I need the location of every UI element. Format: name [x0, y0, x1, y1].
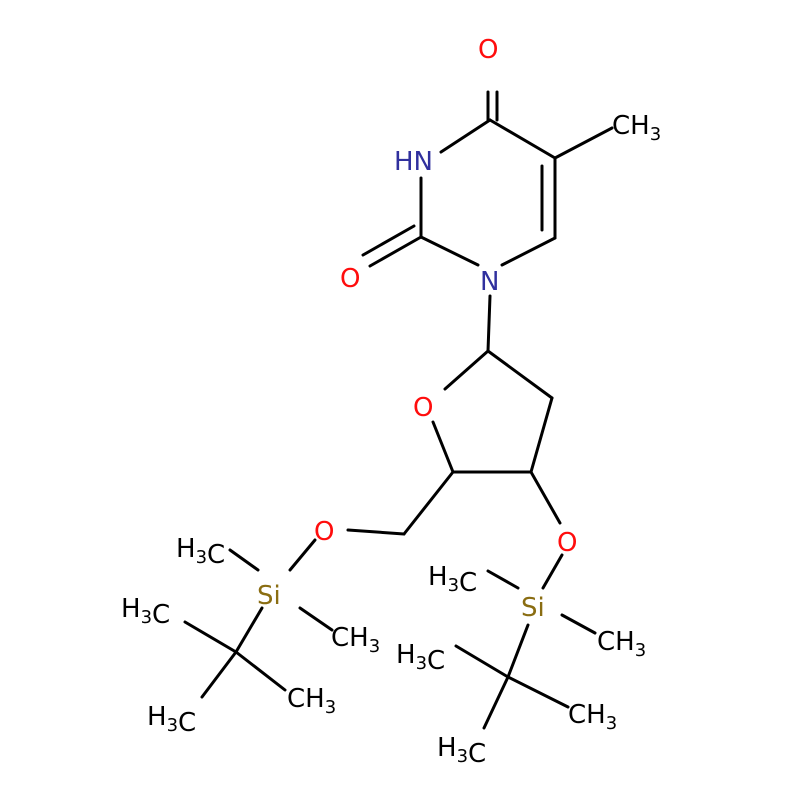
atom-label-ch3-c5: CH3 [612, 111, 661, 145]
atom-label-me-left-lower: CH3 [331, 623, 380, 657]
bond-c1prime-c2prime [486, 349, 554, 400]
bond-c5prime-o [346, 528, 406, 536]
bond-c4-c5 [488, 118, 557, 160]
atom-label-me-right-lower: CH3 [597, 627, 646, 661]
atom-label-o-c2: O [340, 264, 360, 294]
atom-label-si-right: Si [521, 593, 545, 623]
bond-si-c-left [234, 606, 264, 654]
bond-tbu-left-c [200, 650, 238, 699]
bond-c3prime-o [529, 470, 562, 525]
atom-label-si-left: Si [257, 581, 281, 611]
atom-label-o-5prime: O [314, 517, 334, 547]
atom-label-tbu-left-a: H3C [121, 594, 170, 630]
atom-label-n3h: HN [394, 147, 433, 177]
bond-si-me-upper-left [228, 548, 260, 572]
bond-tbu-right-c [482, 675, 510, 730]
bond-c6-n1 [500, 236, 557, 267]
bond-n3-c4 [439, 118, 492, 154]
bond-oring-c4prime [431, 420, 455, 474]
atom-label-tbu-right-b: CH3 [568, 700, 617, 734]
atom-label-o-ring: O [413, 393, 433, 423]
bond-c2prime-c3prime [529, 396, 554, 474]
bond-c2-o [361, 224, 416, 257]
bond-si-me-lower-right [560, 613, 597, 635]
bond-si-c-right [506, 623, 530, 679]
bond-tbu-left-b [234, 650, 287, 692]
atom-label-o-3prime: O [557, 528, 577, 558]
bond-n1-c2 [419, 235, 480, 267]
bond-c5-ch3 [553, 126, 614, 160]
bond-c1prime-oring [443, 349, 490, 391]
bond-o-si-right [541, 553, 564, 590]
bond-layer [183, 90, 614, 730]
bond-n1-c1prime [486, 294, 492, 353]
atom-label-n1: N [480, 267, 499, 297]
atom-label-o-c4: O [478, 35, 498, 65]
bond-c4prime-c5prime [402, 470, 455, 536]
bond-tbu-left-a [183, 620, 238, 654]
bond-o-si-left [288, 538, 317, 572]
atom-label-tbu-left-c: H3C [147, 702, 196, 738]
bond-tbu-right-a [454, 644, 510, 679]
bond-si-me-lower-left [298, 606, 334, 632]
atom-label-tbu-right-a: H3C [396, 640, 445, 676]
bond-tbu-right-b [506, 675, 570, 709]
atom-label-tbu-right-c: H3C [437, 733, 486, 769]
atom-label-tbu-left-b: CH3 [287, 684, 336, 718]
bond-si-me-upper-right [486, 569, 520, 590]
bond-c2-o [368, 235, 423, 268]
atom-label-me-left-upper: H3C [176, 534, 225, 570]
atom-label-me-right-upper: H3C [428, 562, 477, 598]
